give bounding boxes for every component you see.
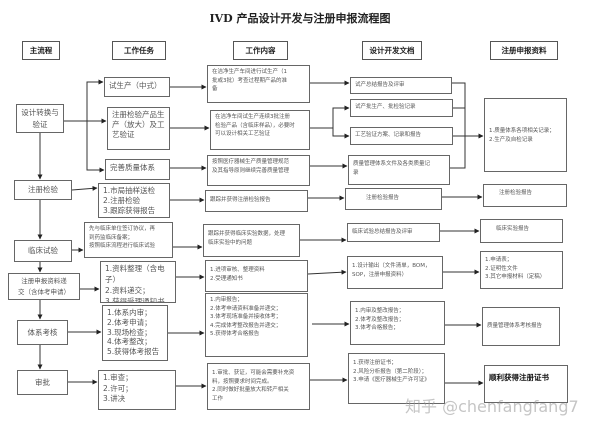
- header-content: 工作内容: [233, 41, 288, 60]
- header-tasks: 工作任务: [112, 41, 166, 60]
- content-8: 1.审批、获证，可能会需要补充资 料，按照要求时间完成。 2.同时做好批量放大和…: [207, 363, 310, 410]
- task-inspection: 1.市局抽样送检 2.注册检验 3.跟踪获得报告: [98, 183, 170, 218]
- doc-clinical-summary: 临床试验总结报告及评审: [347, 223, 440, 242]
- task-submission: 1.资料整理（含电子） 2.资料递交； 3.获得受理通知书: [100, 261, 176, 303]
- doc-design-output: 1.设计输出（文件清单，BOM， SOP，注册申报资料）: [347, 256, 443, 289]
- content-7: 1.内审报告； 2.体考申请资料准备并递交； 3.体考现场准备并接收体考； 4.…: [205, 293, 308, 357]
- doc-process-validation: 工艺验证方案、记录和报告: [350, 127, 453, 145]
- task-system-audit: 1.体系内审； 2.体考申请； 3.现场检查； 4.体考整改； 5.获得体考报告: [102, 305, 168, 361]
- reg-quality-records: 1.质量体系各项相关记录； 2.生产及自检记录: [484, 98, 567, 172]
- doc-batch-records: 试产批生产、批检验记录: [350, 99, 453, 117]
- main-step-registration-inspection: 注册检验: [14, 180, 72, 200]
- doc-trial-summary: 试产总结报告及评审: [350, 77, 452, 94]
- doc-quality-system: 质量管理体系文件及各类质量记 录: [348, 155, 450, 185]
- content-1: 在洁净生产车间进行试生产（1 批或3批）考查过程期产品的准 备: [207, 65, 310, 103]
- content-5: 跟踪并获得临床实验数据，处理 临床实验中的问题: [203, 224, 300, 257]
- diagram-title: IVD 产品设计开发与注册申报流程图: [209, 12, 391, 25]
- reg-application: 1.申请表； 2.证明性文件 3.其它申报材料（定稿）: [480, 251, 563, 289]
- main-step-clinical-trial: 临床试验: [14, 240, 72, 262]
- task-quality-system: 完善质量体系: [105, 159, 170, 180]
- doc-inspection-report: 注册检验报告: [345, 188, 442, 210]
- header-design-docs: 设计开发文档: [362, 41, 422, 60]
- doc-certificate: 1.获得注册证书； 2.风险分析报告（第二阶段）； 3.申请《医疗器械生产许可证…: [348, 353, 445, 404]
- content-6: 1.进项审核、整理资料 2.受理通知书: [205, 260, 308, 292]
- doc-audit-reports: 1.内审及整改报告； 2.体考及整改报告； 3.体考合格报告；: [350, 301, 445, 345]
- task-trial-production: 试生产（中式）: [104, 77, 170, 97]
- main-step-design-transfer: 设计转换与 验证: [16, 104, 64, 133]
- main-step-approval: 审批: [17, 370, 68, 395]
- content-2: 在洁净车间试生产连续3批注册 检验产品（含临床样品），必要时 可以设计相关工艺验…: [210, 110, 310, 150]
- content-3: 按照医疗器械生产质量管理规范 及其指导原则继续完善质量管理: [207, 155, 310, 186]
- reg-clinical-report: 临床实验报告: [480, 219, 563, 243]
- content-4: 跟踪并获得注册检验报告: [205, 190, 308, 212]
- task-clinical: 先与临床单位签订协议，再 到药监临床备案； 按照临床流程进行临床试验: [84, 222, 173, 258]
- main-step-submission: 注册申报资料递 交（含体考申请）: [8, 273, 80, 300]
- header-registration: 注册申报资料: [490, 41, 558, 60]
- main-step-system-audit: 体系考核: [17, 320, 68, 345]
- task-approval: 1.审查； 2.许可； 3.讲决: [98, 370, 176, 410]
- header-main-flow: 主流程: [22, 41, 60, 60]
- watermark: 知乎 @chenfangfang7: [405, 397, 579, 416]
- reg-certificate-obtained: 顺利获得注册证书: [484, 365, 568, 403]
- task-sample-production: 注册检验产品生 产（放大）及工 艺验证: [107, 107, 170, 150]
- reg-inspection-report: 注册检验报告: [483, 184, 567, 207]
- reg-audit-report: 质量管理体系考核报告: [482, 307, 560, 346]
